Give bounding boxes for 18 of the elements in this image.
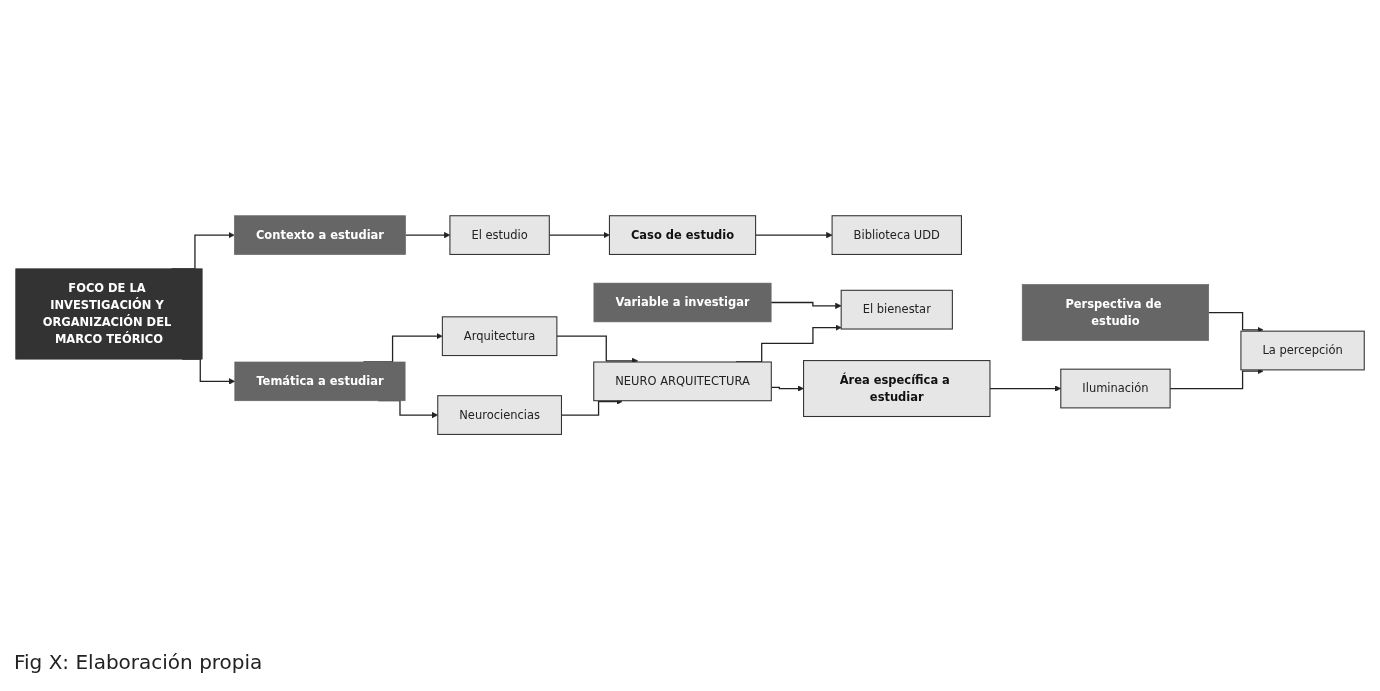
node-box: FOCO DE LA INVESTIGACIÓN Y ORGANIZACIÓN DEL MARCO TEÓRICO: [15, 268, 203, 360]
node-box: Biblioteca UDD: [831, 215, 962, 255]
node-box: El estudio: [449, 215, 550, 255]
node-box: NEURO ARQUITECTURA: [593, 361, 772, 402]
arrow: [770, 301, 842, 309]
node-box: Iluminación: [1060, 368, 1171, 409]
arrow: [1208, 311, 1264, 333]
node-box: Temática a estudiar: [234, 361, 406, 401]
figure-caption: Fig X: Elaboración propia: [14, 650, 263, 674]
node-box: El bienestar: [840, 289, 953, 330]
node-box: Neurociencias: [437, 395, 562, 435]
node-box: Caso de estudio: [608, 215, 757, 255]
node-box: Perspectiva de estudio: [1021, 284, 1209, 341]
node-box: Área específica a estudiar: [803, 359, 991, 417]
node-box: Variable a investigar: [593, 282, 772, 323]
node-box: La percepción: [1240, 330, 1365, 371]
node-box: Arquitectura: [441, 316, 558, 356]
node-box: Contexto a estudiar: [234, 215, 406, 255]
